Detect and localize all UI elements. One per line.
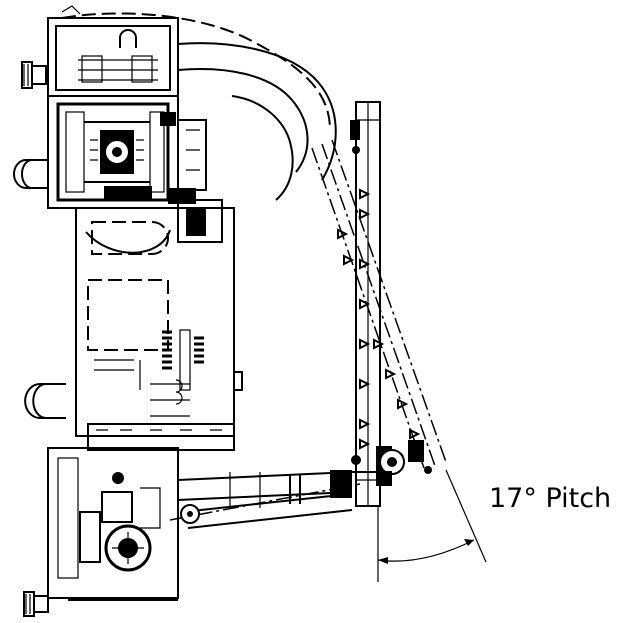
pitch-actuator-rod — [169, 470, 361, 529]
upright-arm — [350, 101, 392, 507]
pitched-arm-holes — [337, 228, 421, 440]
pitch-angle-label: 17° Pitch — [489, 483, 611, 514]
top-housing — [21, 17, 179, 97]
middle-body — [75, 207, 243, 437]
pitch-dimension — [377, 469, 487, 582]
lower-gearbox — [23, 423, 235, 617]
upper-arm-envelope — [61, 5, 337, 201]
upright-arm-holes — [359, 188, 371, 450]
lower-side-hook — [24, 383, 66, 419]
wrist-joint — [352, 449, 405, 475]
upper-gearbox — [47, 95, 223, 243]
upper-side-hook — [13, 159, 48, 189]
pitched-arm — [311, 139, 447, 474]
